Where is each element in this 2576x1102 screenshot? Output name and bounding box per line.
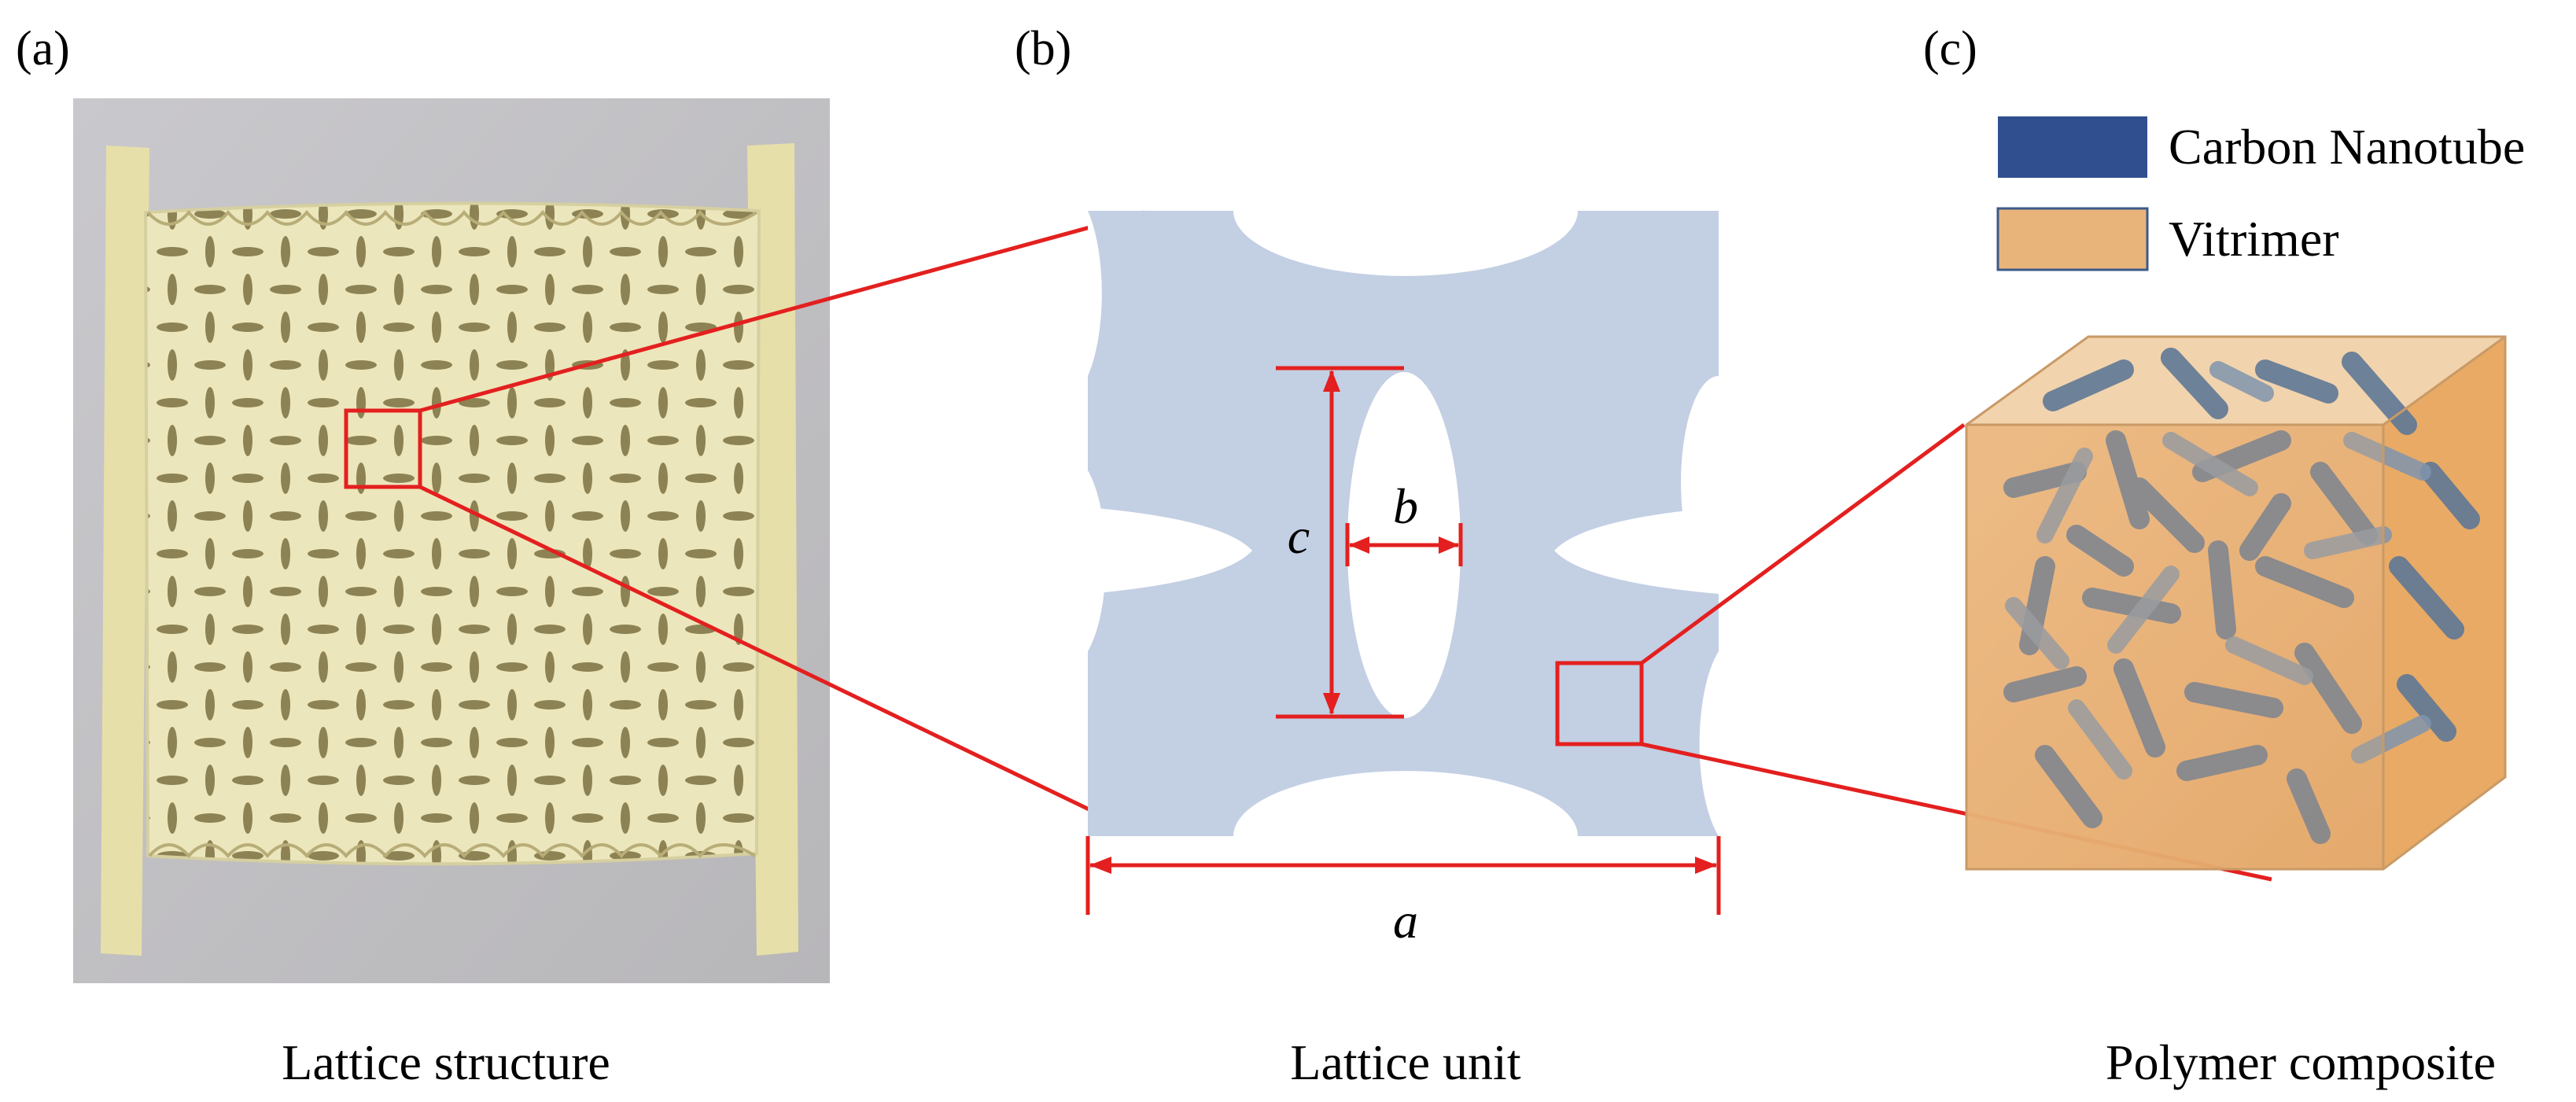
panel-c-label: (c) [1923,22,1977,76]
lattice-bottom-edge [148,843,757,859]
cube-front-overlay [1966,425,2383,869]
legend-swatch-vitrimer [1996,207,2149,271]
left-notch [1088,507,1252,594]
photo-callout-box [344,408,422,489]
panel-a-label: (a) [16,22,70,76]
dimension-c-label: c [1288,508,1310,564]
legend-label-vitrimer: Vitrimer [2169,211,2339,267]
dimension-b [1345,523,1463,566]
callout-line-to-cube-upper [1640,422,1966,665]
lattice-body [143,201,761,866]
panel-b-label: (b) [1015,22,1071,76]
composite-cube [1965,335,2507,871]
panel-b-caption: Lattice unit [1290,1034,1520,1090]
dimension-a-label: a [1393,893,1418,949]
panel-a-caption: Lattice structure [282,1034,610,1090]
callout-line-upper [419,210,1145,413]
legend: Carbon Nanotube Vitrimer [1996,116,2525,271]
legend-swatch-nanotube [1998,116,2147,178]
right-notch [1554,507,1719,594]
left-grip [101,146,149,956]
dimension-a [1085,836,1721,915]
cube-edges [1965,335,2507,871]
lattice-top-edge [146,209,758,226]
unit-callout-box [1555,661,1644,746]
legend-label-nanotube: Carbon Nanotube [2169,119,2525,175]
panel-c-caption: Polymer composite [2106,1034,2496,1090]
callout-line-lower [418,485,1146,838]
lattice-photo [73,98,830,983]
dimension-c [1276,366,1404,719]
dimension-b-label: b [1393,478,1418,534]
